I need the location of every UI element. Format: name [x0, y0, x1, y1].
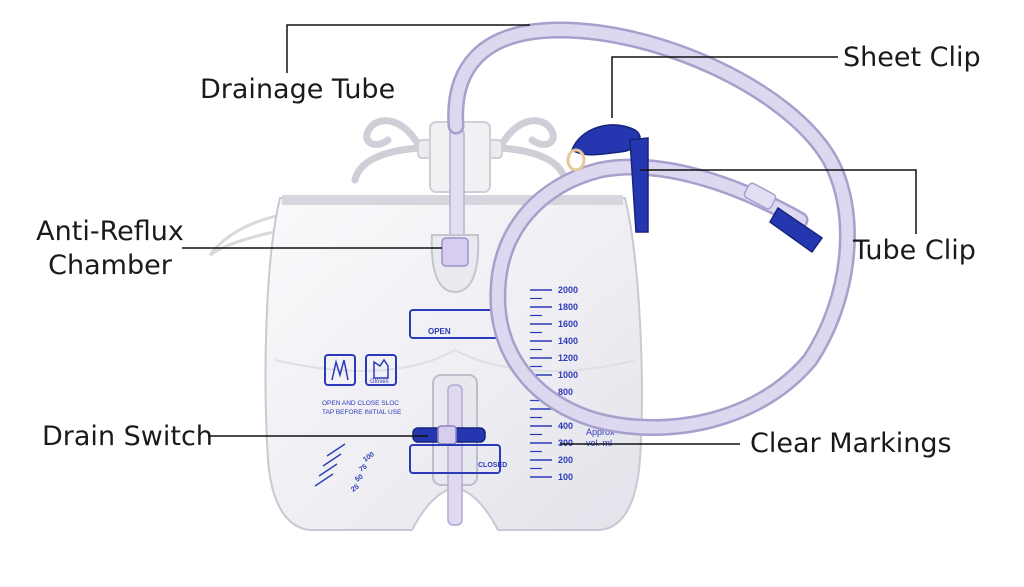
small-scale-tick — [318, 463, 338, 477]
drain-outlet — [447, 384, 463, 526]
hands-icon — [324, 354, 356, 386]
small-scale-label: 25 — [350, 483, 360, 493]
label-clear-markings: Clear Markings — [750, 428, 952, 459]
closed-panel-text: CLOSED — [478, 462, 507, 469]
small-scale-label: 50 — [354, 473, 364, 483]
approx-line-1: Approx — [586, 427, 615, 437]
instructions-line-2: TAP BEFORE INITIAL USE — [322, 409, 402, 416]
scale-label: 200 — [558, 455, 573, 465]
gloves-icon-text: Gloves — [370, 379, 389, 385]
label-drainage-tube: Drainage Tube — [200, 74, 396, 105]
tube-connector — [743, 182, 777, 210]
label-anti-reflux-line-2: Chamber — [48, 250, 172, 281]
label-anti-reflux-chamber: Anti-Reflux Chamber — [30, 215, 190, 283]
scale-label: 300 — [558, 438, 573, 448]
leader-lines — [182, 24, 917, 445]
scale-label: 1600 — [558, 319, 578, 329]
gloves-icon — [365, 354, 397, 386]
leader-tube-clip — [640, 169, 917, 234]
small-scale-tick — [326, 443, 346, 457]
label-tube-clip: Tube Clip — [853, 235, 976, 266]
scale-label: 800 — [558, 387, 573, 397]
label-sheet-clip: Sheet Clip — [843, 42, 981, 73]
scale-label: 100 — [558, 472, 573, 482]
label-drain-switch: Drain Switch — [42, 421, 213, 452]
leader-sheet-clip — [611, 56, 838, 118]
small-scale-label: 75 — [358, 463, 368, 473]
tube-cap — [769, 206, 824, 254]
instructions-line-1: OPEN AND CLOSE SLOC — [322, 400, 399, 407]
hanger-right-hook — [496, 117, 569, 184]
small-scale-tick — [314, 473, 334, 487]
scale-label: 400 — [558, 421, 573, 431]
scale-label: 1800 — [558, 302, 578, 312]
tube-clip — [629, 137, 649, 233]
anti-reflux-valve — [441, 237, 469, 267]
approx-line-2: vol. ml — [586, 438, 612, 448]
clip-band — [566, 148, 586, 172]
scale-label: 1400 — [558, 336, 578, 346]
inner-tube — [449, 127, 465, 249]
scale-label: 1000 — [558, 370, 578, 380]
hanger-left-hook — [351, 117, 424, 184]
open-panel-text: OPEN — [428, 327, 451, 336]
closed-panel — [409, 444, 501, 474]
small-scale-tick — [322, 453, 342, 467]
scale-label: 2000 — [558, 285, 578, 295]
scale-label: 1200 — [558, 353, 578, 363]
label-anti-reflux-line-1: Anti-Reflux — [36, 216, 184, 247]
leader-drainage-tube — [286, 24, 530, 73]
